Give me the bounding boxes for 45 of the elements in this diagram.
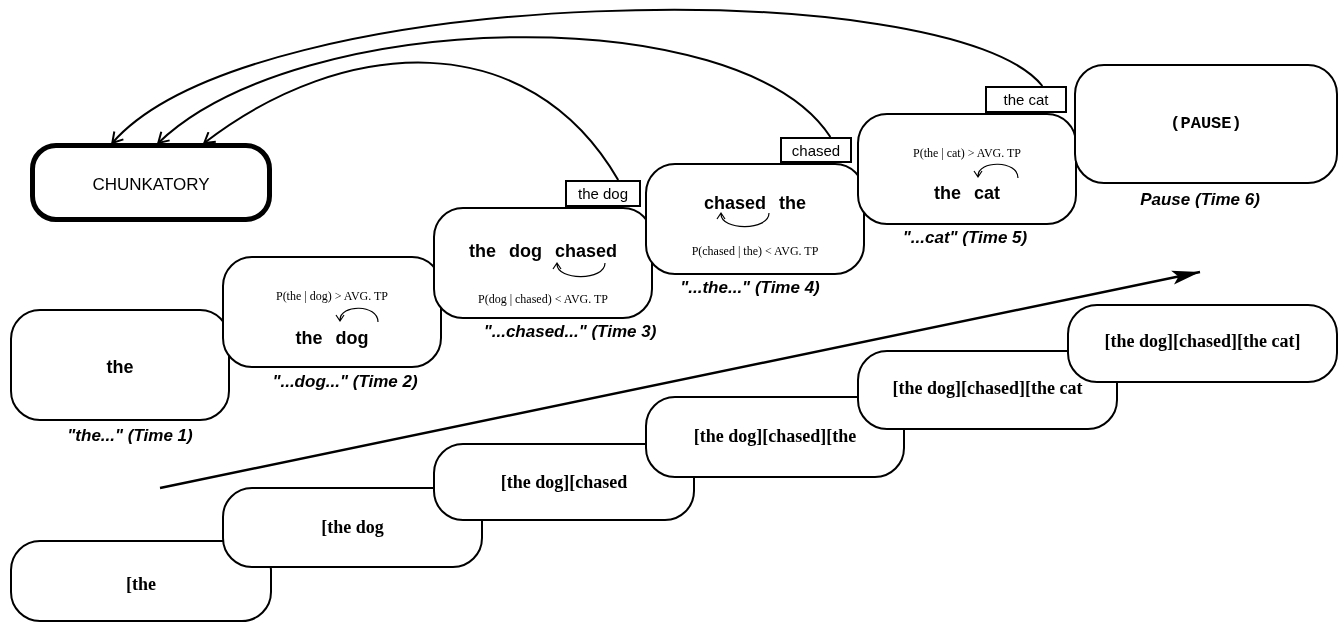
- chunk-sequence: [the dog: [321, 517, 384, 538]
- chunk-label: the cat: [1003, 91, 1049, 108]
- word-sequence: the dog chased: [469, 241, 617, 262]
- time-step-card: [645, 163, 865, 275]
- probability-condition: P(the | dog) > AVG. TP: [275, 289, 389, 304]
- word-sequence: the dog: [295, 328, 369, 349]
- chunk-sequence-card: [645, 396, 905, 478]
- word-sequence: the cat: [934, 183, 1000, 204]
- time-step-card: [10, 309, 230, 421]
- time-caption: "...the..." (Time 4): [680, 278, 820, 298]
- chunk-sequence: [the dog][chased][the cat: [892, 378, 1083, 399]
- arrow: [157, 36, 832, 144]
- chunk-sequence: [the dog][chased][the cat]: [1104, 331, 1301, 352]
- chunk-sequence-card: [1067, 304, 1338, 383]
- arrow: [111, 9, 1044, 144]
- box-title: CHUNKATORY: [92, 175, 210, 195]
- time-caption: "...cat" (Time 5): [902, 228, 1028, 248]
- chunk-tag: [565, 180, 641, 207]
- pause-label: (PAUSE): [1170, 114, 1242, 133]
- chunk-sequence-card: [433, 443, 695, 521]
- chunk-sequence: [the dog][chased: [500, 472, 628, 493]
- chunk-tag: [985, 86, 1067, 113]
- time-caption: "...chased..." (Time 3): [483, 322, 657, 342]
- time-caption: "the..." (Time 1): [67, 426, 193, 446]
- chunk-label: chased: [791, 141, 841, 159]
- probability-condition: P(the | cat) > AVG. TP: [912, 146, 1022, 161]
- probability-condition: P(dog | chased) < AVG. TP: [477, 292, 609, 307]
- time-step-card: [857, 113, 1077, 225]
- arrow: [203, 61, 620, 181]
- time-step-card: [1074, 64, 1338, 184]
- time-caption: "...dog..." (Time 2): [272, 372, 418, 392]
- word-sequence: chased the: [703, 193, 806, 214]
- chunk-sequence: [the dog][chased][the: [693, 426, 857, 447]
- chunk-sequence-card: [10, 540, 272, 622]
- chunk-sequence-card: [222, 487, 483, 568]
- time-caption: Pause (Time 6): [1140, 190, 1260, 210]
- probability-condition: P(chased | the) < AVG. TP: [691, 244, 819, 259]
- time-step-card: [433, 207, 653, 319]
- word-sequence: the: [106, 357, 134, 378]
- chunk-sequence-card: [857, 350, 1118, 430]
- chunker-box: [30, 143, 272, 222]
- chunk-sequence: [the: [126, 574, 156, 595]
- time-step-card: [222, 256, 442, 368]
- chunk-label: the dog: [577, 185, 628, 202]
- chunk-tag: [780, 137, 852, 163]
